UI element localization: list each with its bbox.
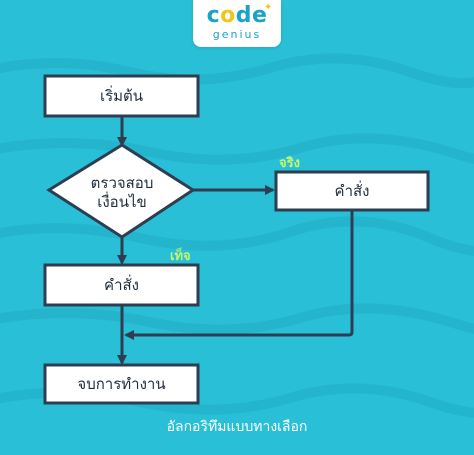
diagram-caption: อัลกอริทึมแบบทางเลือก bbox=[166, 419, 308, 435]
logo-code-text: code bbox=[206, 3, 268, 28]
true-command-label: คำสั่ง bbox=[334, 182, 370, 200]
false-branch-label: เท็จ bbox=[170, 249, 191, 264]
decision-label-line1: ตรวจสอบ bbox=[90, 174, 154, 192]
logo-genius-text: genius bbox=[212, 28, 262, 41]
decision-label-line2: เงื่อนไข bbox=[97, 193, 147, 211]
end-box bbox=[43, 363, 200, 405]
true-branch-label: จริง bbox=[279, 156, 300, 171]
false-command-label: คำสั่ง bbox=[104, 276, 139, 294]
false-command-box bbox=[43, 263, 200, 307]
end-label: จบการทำงาน bbox=[77, 375, 166, 393]
start-box bbox=[43, 74, 200, 118]
true-command-box bbox=[274, 170, 430, 212]
decision-diamond bbox=[46, 143, 196, 239]
start-label: เริ่มต้น bbox=[99, 87, 144, 105]
sparkle-icon: ✦ bbox=[264, 2, 273, 13]
arrow-true-to-merge bbox=[124, 210, 354, 340]
code-genius-logo: code ✦ genius bbox=[193, 0, 281, 47]
connectors bbox=[117, 116, 354, 365]
